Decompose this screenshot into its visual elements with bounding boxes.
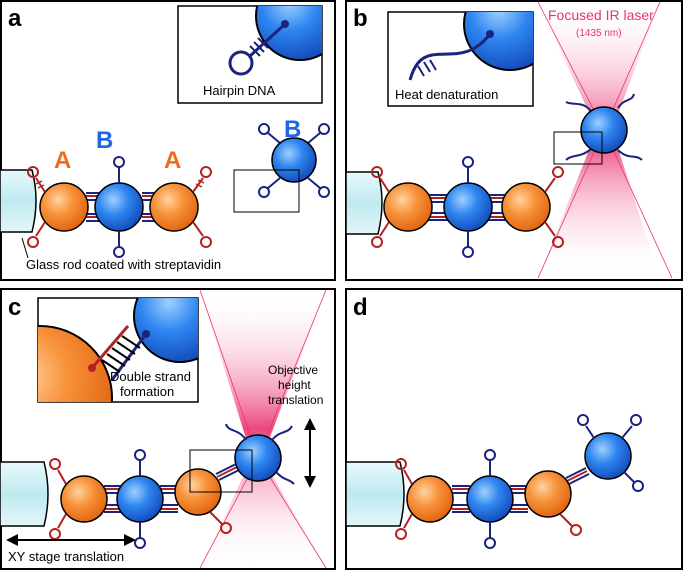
free-particle-b: B xyxy=(233,116,330,213)
double-strand-caption-1: Double strand xyxy=(110,369,191,384)
rod-caption: Glass rod coated with streptavidin xyxy=(26,257,221,272)
panel-label-b: b xyxy=(353,5,368,32)
double-strand-caption-2: formation xyxy=(120,384,174,399)
heated-particle xyxy=(553,93,643,165)
particle-chain-c xyxy=(49,423,295,549)
hairpin-inset: Hairpin DNA xyxy=(177,5,323,104)
panel-d: d xyxy=(345,288,683,570)
xy-stage-arrow xyxy=(6,534,136,546)
denaturation-caption: Heat denaturation xyxy=(395,87,498,102)
panel-label-d: d xyxy=(353,294,368,321)
objective-caption-1: Objective xyxy=(268,363,318,377)
particle-b1 xyxy=(94,182,144,232)
label-particle-a2: A xyxy=(164,147,181,174)
laser-wavelength: (1435 nm) xyxy=(576,28,622,39)
objective-caption-2: height xyxy=(278,378,311,392)
particle-a2 xyxy=(149,182,199,232)
objective-height-arrow xyxy=(304,418,316,488)
hairpin-caption: Hairpin DNA xyxy=(203,83,276,98)
panel-label-a: a xyxy=(8,5,22,32)
panel-a: a Hairpin DNA xyxy=(0,0,336,281)
denaturation-inset: Heat denaturation xyxy=(387,11,534,107)
panel-c: c Double strand format xyxy=(0,288,336,570)
glass-rod-b xyxy=(345,171,383,235)
particle-chain-b xyxy=(371,156,564,258)
particle-chain-a: A B A xyxy=(27,127,212,258)
glass-rod-c xyxy=(0,461,49,527)
label-particle-b1: B xyxy=(96,127,113,154)
glass-rod xyxy=(0,169,37,233)
glass-rod-d xyxy=(345,461,405,527)
panel-b: b Heat denaturation Focused IR laser (14… xyxy=(345,0,683,281)
panel-label-c: c xyxy=(8,294,21,321)
label-free-b: B xyxy=(284,116,301,143)
stage-caption: XY stage translation xyxy=(8,549,124,564)
double-strand-inset: Double strand formation xyxy=(37,297,199,403)
particle-a1 xyxy=(39,182,89,232)
objective-caption-3: translation xyxy=(268,393,323,407)
particle-chain-d xyxy=(395,414,644,549)
laser-title: Focused IR laser xyxy=(548,7,654,23)
label-particle-a1: A xyxy=(54,147,71,174)
